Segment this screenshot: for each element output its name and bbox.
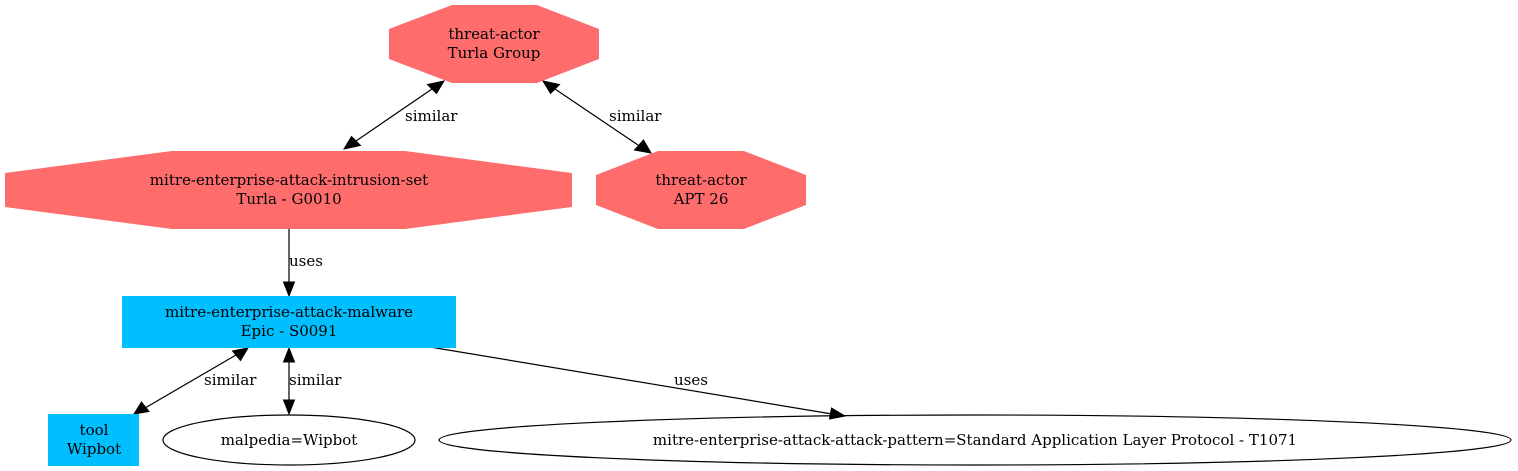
- arrowhead-icon: [828, 407, 847, 420]
- node-name-label: Turla - G0010: [236, 190, 341, 208]
- node-type-label: threat-actor: [448, 25, 540, 43]
- edge-label-uses: uses: [289, 252, 323, 270]
- box-shape: [48, 414, 139, 466]
- box-shape: [122, 296, 456, 348]
- edge-epic-attack-pattern: uses: [429, 346, 847, 420]
- edge-turla-group-apt26: similar: [541, 80, 662, 154]
- octagon-shape: [596, 151, 806, 229]
- node-name-label: Turla Group: [448, 44, 541, 62]
- edge-label-uses: uses: [674, 371, 708, 389]
- edge-label-similar: similar: [204, 371, 257, 389]
- node-malpedia-wipbot: malpedia=Wipbot: [162, 414, 416, 466]
- node-malware-epic: mitre-enterprise-attack-malware Epic - S…: [122, 296, 456, 348]
- edge-g0010-epic: uses: [282, 229, 323, 298]
- arrowhead-icon: [342, 135, 362, 150]
- edge-epic-tool-wipbot: similar: [132, 347, 257, 415]
- arrowhead-icon: [633, 139, 652, 154]
- ellipse-shape: [438, 414, 1512, 466]
- node-name-label: Wipbot: [67, 440, 121, 458]
- node-type-label: threat-actor: [655, 171, 747, 189]
- ellipse-shape: [162, 414, 416, 466]
- node-tool-wipbot: tool Wipbot: [48, 414, 139, 466]
- arrowhead-icon: [282, 399, 296, 416]
- octagon-shape: [5, 151, 572, 229]
- arrowhead-icon: [282, 281, 296, 298]
- node-threat-actor-turla-group: threat-actor Turla Group: [389, 5, 599, 83]
- arrowhead-icon: [426, 80, 446, 95]
- edge-turla-group-g0010: similar: [342, 80, 458, 150]
- octagon-shape: [389, 5, 599, 83]
- node-name-label: APT 26: [673, 190, 729, 208]
- arrowhead-icon: [132, 401, 150, 415]
- node-type-label: mitre-enterprise-attack-malware: [165, 303, 413, 321]
- arrowhead-icon: [282, 346, 296, 363]
- arrowhead-icon: [231, 347, 250, 362]
- edge-label-similar: similar: [405, 107, 458, 125]
- arrowhead-icon: [541, 80, 561, 95]
- edge-label-similar: similar: [289, 371, 342, 389]
- node-intrusion-set-turla-g0010: mitre-enterprise-attack-intrusion-set Tu…: [5, 151, 572, 229]
- edge-epic-malpedia: similar: [282, 346, 342, 416]
- node-attack-pattern-t1071: mitre-enterprise-attack-attack-pattern=S…: [438, 414, 1512, 466]
- node-name-label: Epic - S0091: [241, 322, 338, 340]
- edge-label-similar: similar: [609, 107, 662, 125]
- node-type-label: mitre-enterprise-attack-intrusion-set: [150, 171, 428, 189]
- node-label: malpedia=Wipbot: [221, 431, 358, 449]
- node-label: mitre-enterprise-attack-attack-pattern=S…: [653, 431, 1297, 449]
- node-type-label: tool: [80, 421, 109, 439]
- node-threat-actor-apt26: threat-actor APT 26: [596, 151, 806, 229]
